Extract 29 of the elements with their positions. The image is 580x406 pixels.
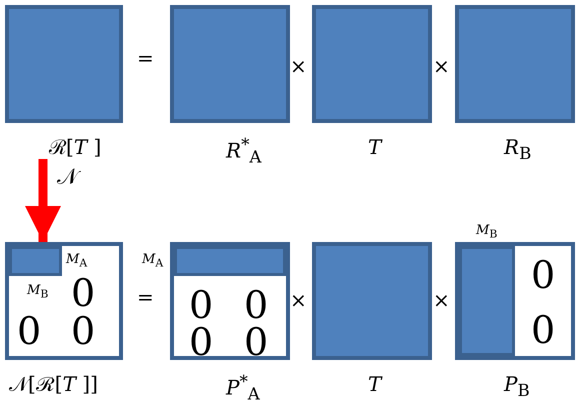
operator-sign: × [433,56,450,76]
matrix-entry: 0 [71,312,96,350]
matrix-block [9,246,62,276]
matrix-entry: 0 [531,311,556,349]
matrix-caption: 𝒩[ℛ[T ]] [9,374,98,394]
dimension-label: M$_{A}$ [66,253,88,270]
matrix-entry: 0 [189,323,214,361]
matrix-entry: 0 [71,274,96,312]
matrix-entry: 0 [531,256,556,294]
matrix-block [174,246,286,276]
matrix-entry: 0 [189,286,214,324]
dimension-label: M$_{A}$ [142,253,164,270]
operator-sign: × [290,56,307,76]
matrix-entry: 0 [17,312,42,350]
dimension-label: M$_{B}$ [27,284,48,300]
matrix-caption: P$_{B}$ [504,374,530,400]
operator-sign: × [433,290,450,310]
matrix-caption: T [368,374,382,394]
arrow [25,159,61,242]
dimension-label: M$_{B}$ [476,224,498,240]
matrix-entry: 0 [244,286,268,324]
operator-sign: = [137,48,154,68]
matrix-caption: R$_{B}$ [504,137,532,163]
matrix-block [459,246,515,356]
matrix-caption: ℛ[T ] [49,137,102,157]
matrix-caption: T [368,137,382,157]
matrix-entry: 0 [244,323,268,361]
operator-sign: × [290,290,307,310]
operator-sign: = [137,287,154,307]
